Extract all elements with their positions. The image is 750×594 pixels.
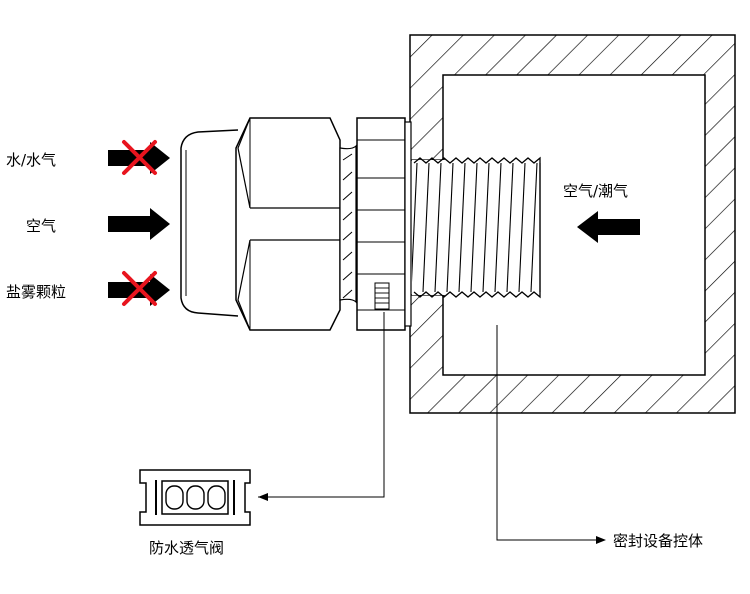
arrow-inside-air [577,211,640,243]
thread-line [530,162,538,293]
thread-line [412,162,418,283]
thread-line [518,162,526,293]
thread-line [434,162,442,293]
threaded-shaft [412,156,542,299]
gland-neck [339,144,357,304]
label-inside-air: 空气/潮气 [563,182,629,200]
arrow-air [108,208,170,240]
vent-valve-icon [139,469,251,526]
leader-vent-valve [258,312,385,501]
label-water: 水/水气 [6,151,57,169]
thread-line [482,162,490,293]
label-vent-valve: 防水透气阀 [149,539,225,557]
thread-line [506,162,514,293]
thread-line [470,162,478,293]
thread-line [446,162,454,293]
blocked-cross-water [122,140,157,175]
gland-cap [180,129,239,317]
blocked-cross-salt-fog [122,271,157,306]
thread-line [422,162,430,293]
thread-line [458,162,466,293]
leader-enclosure [496,325,606,544]
thread-line [494,162,502,293]
label-enclosure: 密封设备控体 [613,532,704,550]
hex-nut [235,117,341,331]
gland-flange [356,117,412,331]
label-air: 空气 [26,217,57,235]
label-salt-fog: 盐雾颗粒 [6,283,67,301]
